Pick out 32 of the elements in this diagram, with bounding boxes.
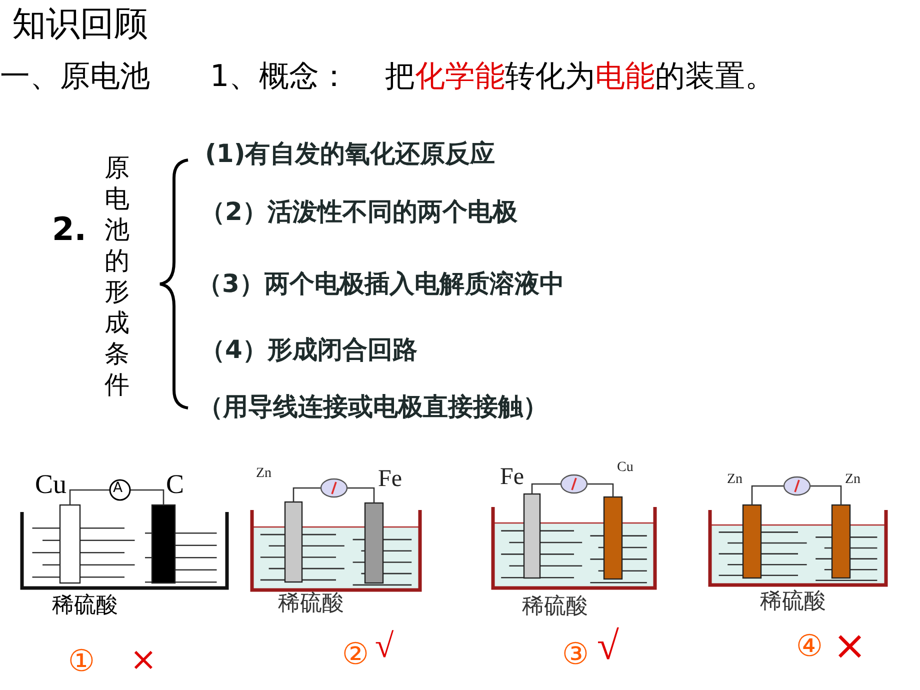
electrode-label: C	[166, 470, 184, 500]
solution-label: 稀硫酸	[760, 590, 826, 614]
vertical-heading: 原电池的形成条件	[104, 152, 130, 400]
condition-text: （用导线连接或电极直接接触）	[198, 393, 548, 420]
condition-text: （4）形成闭合回路	[200, 336, 418, 364]
item-number: 2.	[52, 212, 86, 248]
condition-text: （3）两个电极插入电解质溶液中	[197, 270, 564, 298]
item-number: ④	[796, 630, 823, 663]
ammeter-label: A	[113, 481, 123, 496]
solution-label: 稀硫酸	[522, 595, 588, 620]
section-heading: 一、原电池	[0, 60, 150, 93]
check-mark: √	[597, 624, 619, 668]
electrode-label: Cu	[617, 460, 634, 476]
electrode-label: Cu	[35, 470, 67, 500]
electrode-label: Zn	[845, 472, 861, 488]
check-mark: √	[375, 628, 394, 666]
cross-mark: ×	[130, 642, 157, 678]
electrode-label: Fe	[500, 464, 524, 490]
slide-title: 知识回顾	[12, 6, 148, 44]
concept-heading: 1、概念：	[210, 60, 350, 93]
electrode-label: Fe	[378, 466, 402, 492]
concept-sentence: 把化学能转化为电能的装置。	[385, 60, 775, 93]
cross-mark: ×	[833, 624, 867, 668]
item-number: ②	[342, 638, 369, 671]
condition-text: （2）活泼性不同的两个电极	[200, 198, 518, 226]
item-number: ③	[562, 638, 589, 671]
solution-label: 稀硫酸	[52, 594, 118, 618]
solution-label: 稀硫酸	[278, 592, 344, 616]
condition-text: (1)有自发的氧化还原反应	[205, 140, 496, 168]
item-number: ①	[68, 645, 95, 678]
electrode-label: Zn	[727, 472, 743, 488]
electrode-label: Zn	[256, 466, 272, 482]
